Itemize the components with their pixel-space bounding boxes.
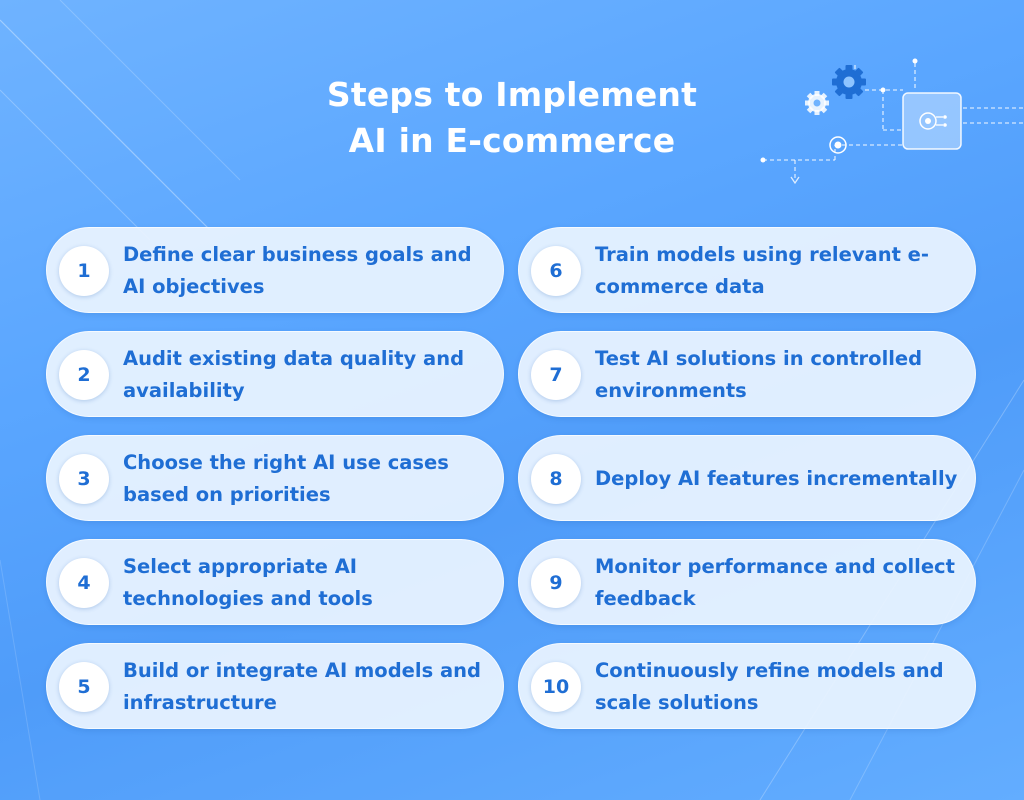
step-card-8: 8 Deploy AI features incrementally bbox=[518, 435, 976, 521]
step-number: 2 bbox=[59, 350, 109, 400]
step-text: Monitor performance and collect feedback bbox=[595, 555, 955, 610]
step-number: 10 bbox=[531, 662, 581, 712]
step-text: Define clear business goals and AI objec… bbox=[123, 243, 472, 298]
title-line-1: Steps to Implement bbox=[326, 75, 698, 114]
step-number: 7 bbox=[531, 350, 581, 400]
step-card-5: 5 Build or integrate AI models and infra… bbox=[46, 643, 504, 729]
step-card-4: 4 Select appropriate AI technologies and… bbox=[46, 539, 504, 625]
step-card-3: 3 Choose the right AI use cases based on… bbox=[46, 435, 504, 521]
step-number: 9 bbox=[531, 558, 581, 608]
step-text: Continuously refine models and scale sol… bbox=[595, 659, 944, 714]
step-card-6: 6 Train models using relevant e-commerce… bbox=[518, 227, 976, 313]
step-card-9: 9 Monitor performance and collect feedba… bbox=[518, 539, 976, 625]
step-number: 3 bbox=[59, 454, 109, 504]
step-card-1: 1 Define clear business goals and AI obj… bbox=[46, 227, 504, 313]
step-number: 4 bbox=[59, 558, 109, 608]
step-text: Test AI solutions in controlled environm… bbox=[595, 347, 923, 402]
step-text: Audit existing data quality and availabi… bbox=[123, 347, 465, 402]
step-number: 1 bbox=[59, 246, 109, 296]
gear-icon bbox=[805, 91, 829, 115]
step-number: 8 bbox=[531, 454, 581, 504]
step-card-10: 10 Continuously refine models and scale … bbox=[518, 643, 976, 729]
tech-decoration bbox=[760, 58, 1023, 185]
step-card-7: 7 Test AI solutions in controlled enviro… bbox=[518, 331, 976, 417]
step-number: 5 bbox=[59, 662, 109, 712]
step-text: Build or integrate AI models and infrast… bbox=[123, 659, 481, 714]
title-line-2: AI in E-commerce bbox=[348, 121, 676, 160]
ai-chip-icon bbox=[902, 92, 962, 150]
page-title: Steps to Implement AI in E-commerce bbox=[0, 72, 1024, 164]
step-number: 6 bbox=[531, 246, 581, 296]
step-text: Choose the right AI use cases based on p… bbox=[123, 451, 449, 506]
target-icon bbox=[829, 136, 847, 154]
step-text: Train models using relevant e-commerce d… bbox=[595, 243, 930, 298]
gear-icon bbox=[832, 65, 866, 99]
step-text: Select appropriate AI technologies and t… bbox=[123, 555, 373, 610]
step-card-2: 2 Audit existing data quality and availa… bbox=[46, 331, 504, 417]
step-text: Deploy AI features incrementally bbox=[595, 467, 958, 490]
